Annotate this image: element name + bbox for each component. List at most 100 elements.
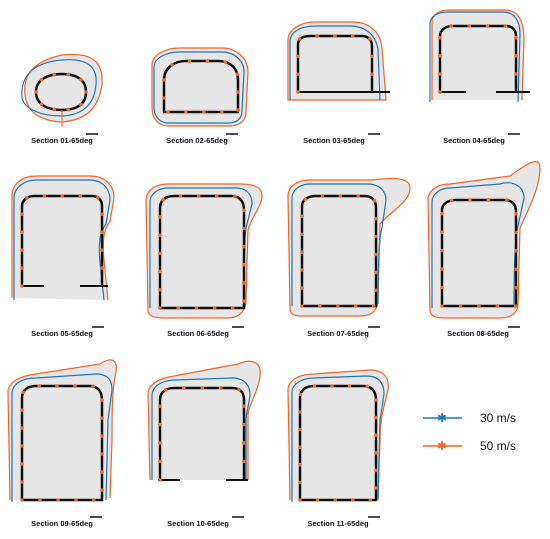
pressure-marker [514,267,518,272]
section-10: Section 10-65deg [147,360,261,528]
pressure-marker [20,248,24,252]
pressure-marker [158,215,162,219]
pressure-marker [242,281,246,285]
pressure-marker [66,72,70,77]
pressure-marker [477,304,481,308]
pressure-marker [449,24,453,28]
pressure-marker [219,386,223,390]
pressure-marker [223,60,228,64]
pressure-marker [333,34,337,38]
pressure-marker [20,212,24,216]
pressure-marker [96,195,100,200]
pressure-marker [20,284,24,288]
section-02: Section 02-65deg [151,47,249,145]
legend: ✱ 30 m/s ✱ 50 m/s [423,411,516,453]
pressure-marker [55,384,59,388]
pressure-marker [34,90,38,94]
pressure-marker [158,233,162,238]
pressure-marker [372,199,377,203]
pressure-curve-30 [153,51,245,124]
pressure-marker [202,110,206,114]
pressure-marker [20,480,24,484]
pressure-marker [438,35,442,40]
pressure-marker [200,386,205,390]
legend-item-30: ✱ 30 m/s [423,411,516,425]
pressure-marker [300,250,304,254]
structure-outline [440,198,518,308]
pressure-marker [212,306,217,310]
pressure-marker [163,388,168,392]
pressure-marker [100,212,104,216]
pressure-curve-50 [287,177,411,317]
pressure-marker [162,96,166,100]
pressure-marker [449,198,454,203]
pressure-marker [467,24,472,28]
asterisk-marker-icon: ✱ [437,411,447,425]
pressure-marker [20,230,24,234]
section-04: Section 04-65deg [429,9,530,145]
pressure-marker [158,269,162,274]
pressure-marker [298,427,302,432]
section-11: Section 11-65deg [287,369,389,528]
pressure-marker [374,398,378,402]
pressure-marker [312,384,317,388]
pressure-marker [514,230,518,235]
pressure-curve-50 [151,47,249,127]
pressure-curve-30 [291,375,385,502]
pressure-marker [52,107,57,112]
pressure-marker [20,426,24,430]
pressure-marker [242,208,246,212]
section-label: Section 04-65deg [443,136,505,145]
pressure-marker [298,498,302,502]
section-01: Section 01-65deg [21,53,103,145]
pressure-marker [25,196,29,200]
section-03: Section 03-65deg [287,21,390,145]
pressure-marker [158,459,162,464]
pressure-marker [176,306,180,310]
pressure-marker [52,72,57,77]
pressure-curve-30 [11,373,113,502]
pressure-curve-30 [431,182,525,308]
pressure-marker [162,78,166,82]
pressure-marker [368,498,373,502]
pressure-marker [440,267,444,271]
pressure-marker [374,433,378,438]
pressure-marker [351,498,355,502]
pressure-curve-30 [429,11,521,103]
pressure-marker [79,77,83,82]
pressure-marker [298,480,302,485]
pressure-marker [438,72,442,76]
pressure-marker [303,197,308,202]
pressure-marker [298,37,302,41]
pressure-marker [242,459,246,464]
pressure-curve-50 [7,359,117,501]
pressure-marker [374,252,378,257]
pressure-curve-50 [287,369,389,501]
pressure-curve-50 [431,9,525,101]
pressure-curve-30 [151,377,251,480]
structure-outline [438,24,518,92]
pressure-marker [20,408,24,412]
pressure-marker [84,90,88,94]
pressure-marker [374,234,378,239]
pressure-marker [367,37,372,41]
pressure-marker [242,226,246,231]
pressure-marker [187,59,192,63]
pressure-marker [242,441,246,445]
pressure-marker [440,211,444,216]
pressure-marker [468,198,472,202]
pressure-marker [74,498,78,502]
pressure-marker [354,304,358,308]
pressure-marker [158,251,162,256]
pressure-marker [205,59,210,63]
pressure-curve-50 [287,21,387,101]
pressure-marker [236,90,240,94]
pressure-marker [56,498,60,502]
pressure-marker [514,212,518,216]
pressure-marker [178,194,183,198]
legend-label: 50 m/s [480,439,516,453]
pressure-marker [374,270,378,275]
pressure-marker [338,194,343,198]
pressure-marker [38,498,42,502]
